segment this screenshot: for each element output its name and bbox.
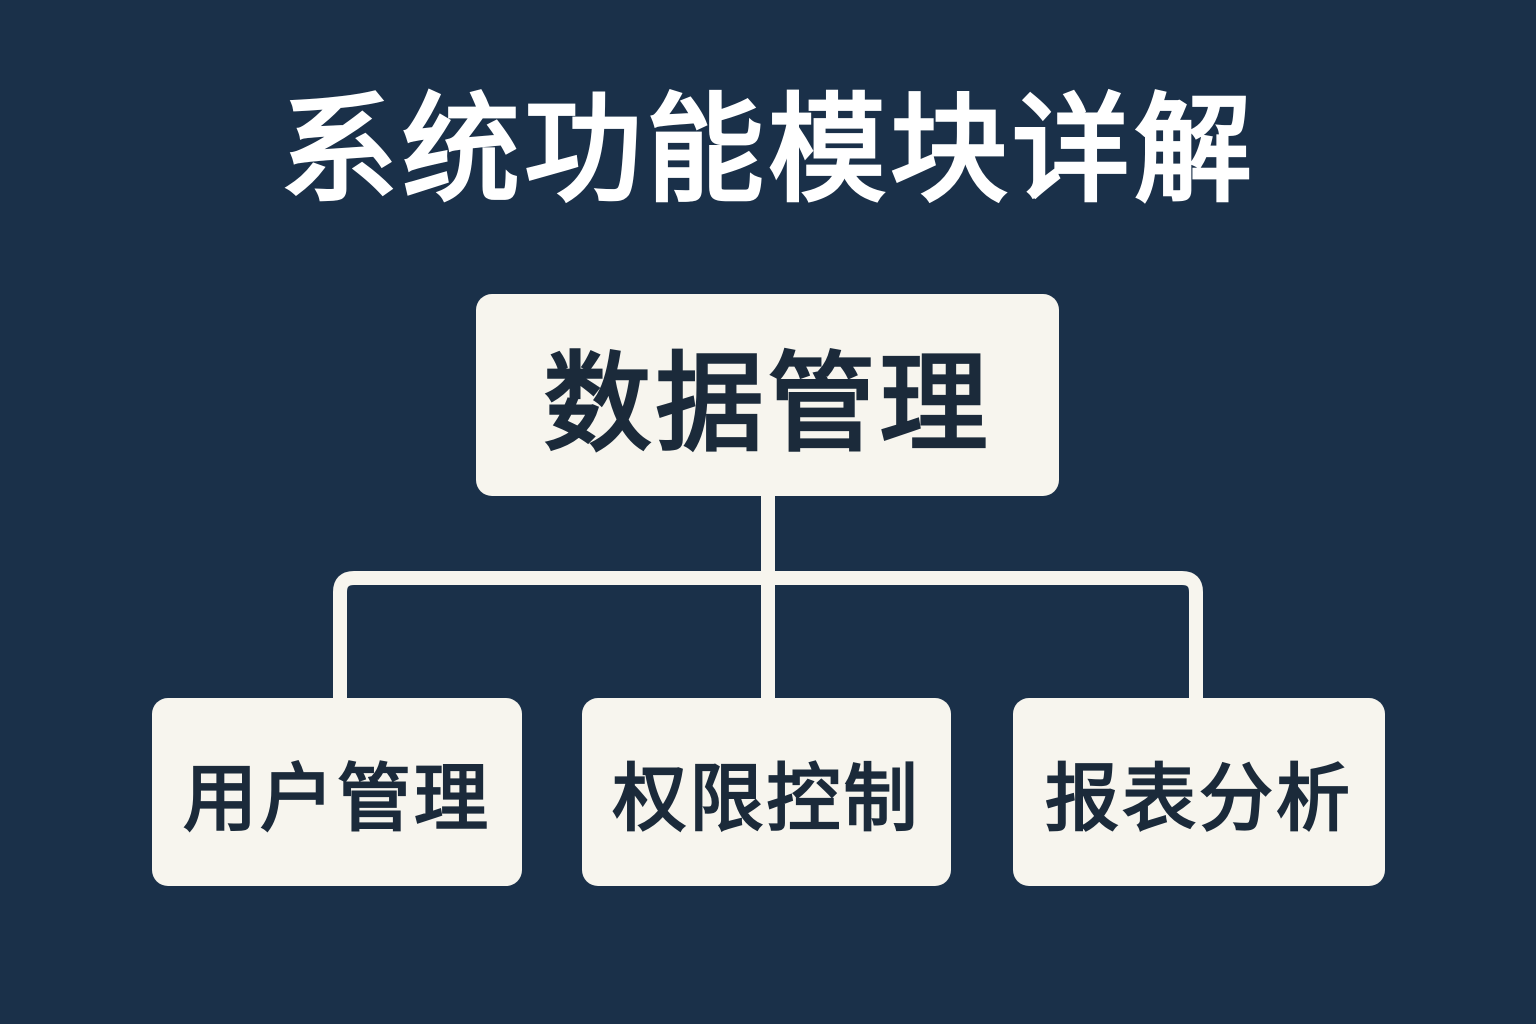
child-node-user-management: 用户管理: [152, 698, 522, 886]
root-node-data-management: 数据管理: [476, 294, 1059, 496]
root-node-label: 数据管理: [543, 342, 992, 467]
child-node-label: 用户管理: [183, 755, 491, 842]
child-node-report-analysis: 报表分析: [1013, 698, 1385, 886]
child-node-label: 权限控制: [612, 755, 921, 842]
child-node-label: 报表分析: [1045, 755, 1353, 842]
diagram-title: 系统功能模块详解: [279, 81, 1256, 219]
child-node-permission-control: 权限控制: [582, 698, 951, 886]
